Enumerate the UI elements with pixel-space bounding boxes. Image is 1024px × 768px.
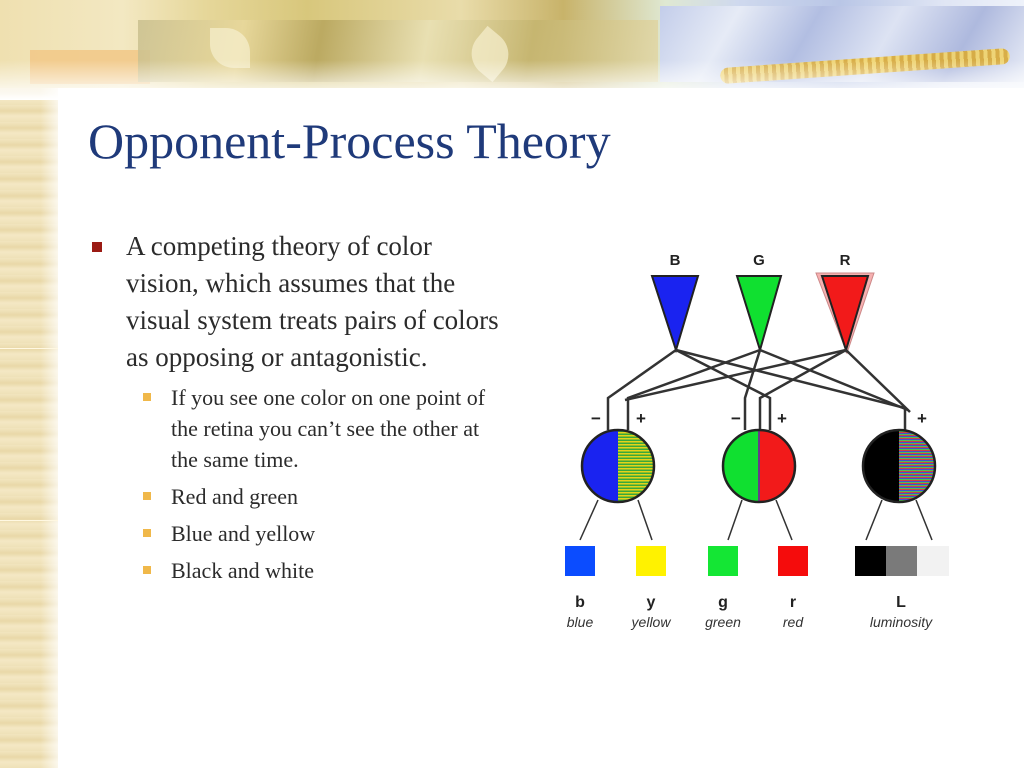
channel-letter-r: r bbox=[790, 594, 796, 611]
channel-name-green: green bbox=[705, 614, 741, 630]
wiring-lines bbox=[606, 348, 911, 430]
banner-fade bbox=[0, 60, 1024, 100]
sub-bullet: Blue and yellow bbox=[88, 518, 508, 549]
square-bullet-icon bbox=[143, 566, 151, 574]
gray-swatch bbox=[886, 546, 917, 576]
main-bullet-text: A competing theory of color vision, whic… bbox=[126, 231, 499, 372]
diagram-svg: B G R − + − + + bbox=[565, 252, 949, 630]
plus-sign: + bbox=[917, 409, 927, 428]
blue-swatch bbox=[565, 546, 595, 576]
sub-bullet-text: Blue and yellow bbox=[171, 521, 316, 546]
opponent-process-diagram: B G R − + − + + bbox=[540, 240, 980, 640]
channel-letter-y: y bbox=[647, 594, 656, 611]
channel-letter-g: g bbox=[718, 594, 728, 611]
sub-bullet-list: If you see one color on one point of the… bbox=[88, 382, 508, 586]
channel-name-luminosity: luminosity bbox=[870, 614, 933, 630]
channel-letter-b: b bbox=[575, 594, 585, 611]
sub-bullet-text: If you see one color on one point of the… bbox=[171, 385, 486, 472]
channel-name-red: red bbox=[783, 614, 804, 630]
bullet-list: A competing theory of color vision, whic… bbox=[88, 228, 508, 592]
green-cone-icon bbox=[735, 275, 783, 354]
minus-sign: − bbox=[591, 409, 601, 428]
cone-label-b: B bbox=[670, 252, 681, 269]
strip-seam bbox=[0, 520, 58, 521]
strip-seam bbox=[0, 348, 58, 349]
minus-sign: − bbox=[731, 409, 741, 428]
yellow-swatch bbox=[636, 546, 666, 576]
square-bullet-icon bbox=[92, 242, 102, 252]
white-swatch bbox=[917, 546, 949, 576]
sub-bullet: Red and green bbox=[88, 481, 508, 512]
channel-name-blue: blue bbox=[567, 614, 594, 630]
cone-label-g: G bbox=[753, 252, 765, 269]
green-red-cell-icon bbox=[721, 428, 797, 504]
channel-letter-l: L bbox=[896, 594, 906, 611]
slide-title: Opponent-Process Theory bbox=[88, 113, 611, 169]
plus-sign: + bbox=[636, 409, 646, 428]
square-bullet-icon bbox=[143, 492, 151, 500]
main-bullet: A competing theory of color vision, whic… bbox=[88, 228, 508, 376]
sub-bullet: If you see one color on one point of the… bbox=[88, 382, 508, 475]
blue-yellow-cell-icon bbox=[580, 428, 656, 504]
square-bullet-icon bbox=[143, 393, 151, 401]
luminosity-cell-icon bbox=[861, 428, 937, 504]
left-texture-strip bbox=[0, 0, 58, 768]
blue-cone-icon bbox=[650, 275, 700, 354]
cone-label-r: R bbox=[840, 252, 851, 269]
black-swatch bbox=[855, 546, 886, 576]
output-lines bbox=[579, 499, 933, 541]
channel-name-yellow: yellow bbox=[631, 614, 672, 630]
plus-sign: + bbox=[777, 409, 787, 428]
square-bullet-icon bbox=[143, 529, 151, 537]
sub-bullet-text: Black and white bbox=[171, 558, 314, 583]
red-cone-icon bbox=[820, 275, 870, 354]
sub-bullet: Black and white bbox=[88, 555, 508, 586]
green-swatch bbox=[708, 546, 738, 576]
sub-bullet-text: Red and green bbox=[171, 484, 299, 509]
red-swatch bbox=[778, 546, 808, 576]
